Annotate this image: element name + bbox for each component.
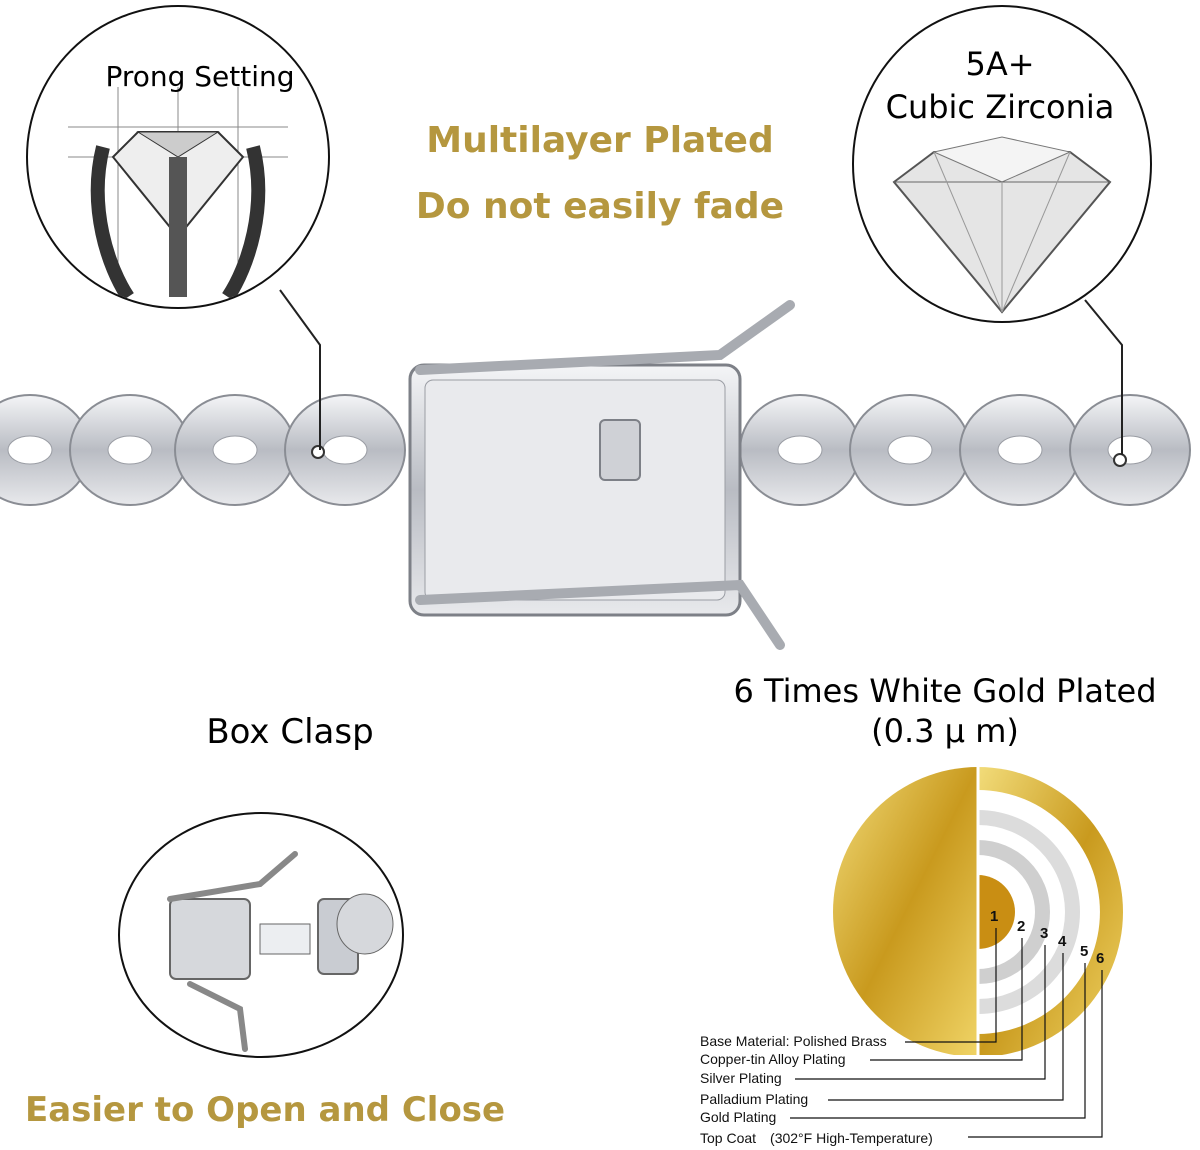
zirconia-circle	[852, 5, 1152, 323]
layer-num-5: 5	[1080, 943, 1089, 960]
layer-label-3: Silver Plating	[700, 1070, 782, 1086]
prong-setting-circle	[26, 5, 330, 309]
plating-thickness: (0.3 μ m)	[871, 712, 1019, 750]
easier-caption: Easier to Open and Close	[25, 1090, 506, 1130]
plating-layers-diagram	[833, 767, 1123, 1055]
zirconia-line1: 5A+	[965, 45, 1035, 83]
headline-line2: Do not easily fade	[415, 186, 785, 227]
layer-label-6: Top Coat (302°F High-Temperature)	[700, 1130, 933, 1146]
prong-diamond-icon	[68, 87, 288, 301]
box-clasp-title: Box Clasp	[206, 712, 374, 752]
layer-label-1: Base Material: Polished Brass	[700, 1033, 887, 1049]
diamond-icon	[892, 136, 1112, 314]
prong-setting-title: Prong Setting	[105, 60, 295, 93]
layer-label-5: Gold Plating	[700, 1109, 777, 1125]
open-clasp-icon	[167, 851, 394, 1052]
clasp-detail-circle	[118, 812, 404, 1058]
layer-num-1: 1	[990, 908, 999, 925]
zirconia-line2: Cubic Zirconia	[885, 88, 1115, 126]
layer-num-3: 3	[1040, 925, 1049, 942]
headline-line1: Multilayer Plated	[426, 120, 774, 161]
layer-label-2: Copper-tin Alloy Plating	[700, 1051, 846, 1067]
layer-num-2: 2	[1017, 918, 1026, 935]
layer-num-4: 4	[1058, 933, 1067, 950]
plating-title: 6 Times White Gold Plated	[733, 672, 1157, 710]
layer-num-6: 6	[1096, 950, 1105, 967]
callout-lines	[279, 289, 1123, 455]
layer-label-4: Palladium Plating	[700, 1091, 809, 1107]
cuban-chain-image	[0, 300, 1191, 650]
